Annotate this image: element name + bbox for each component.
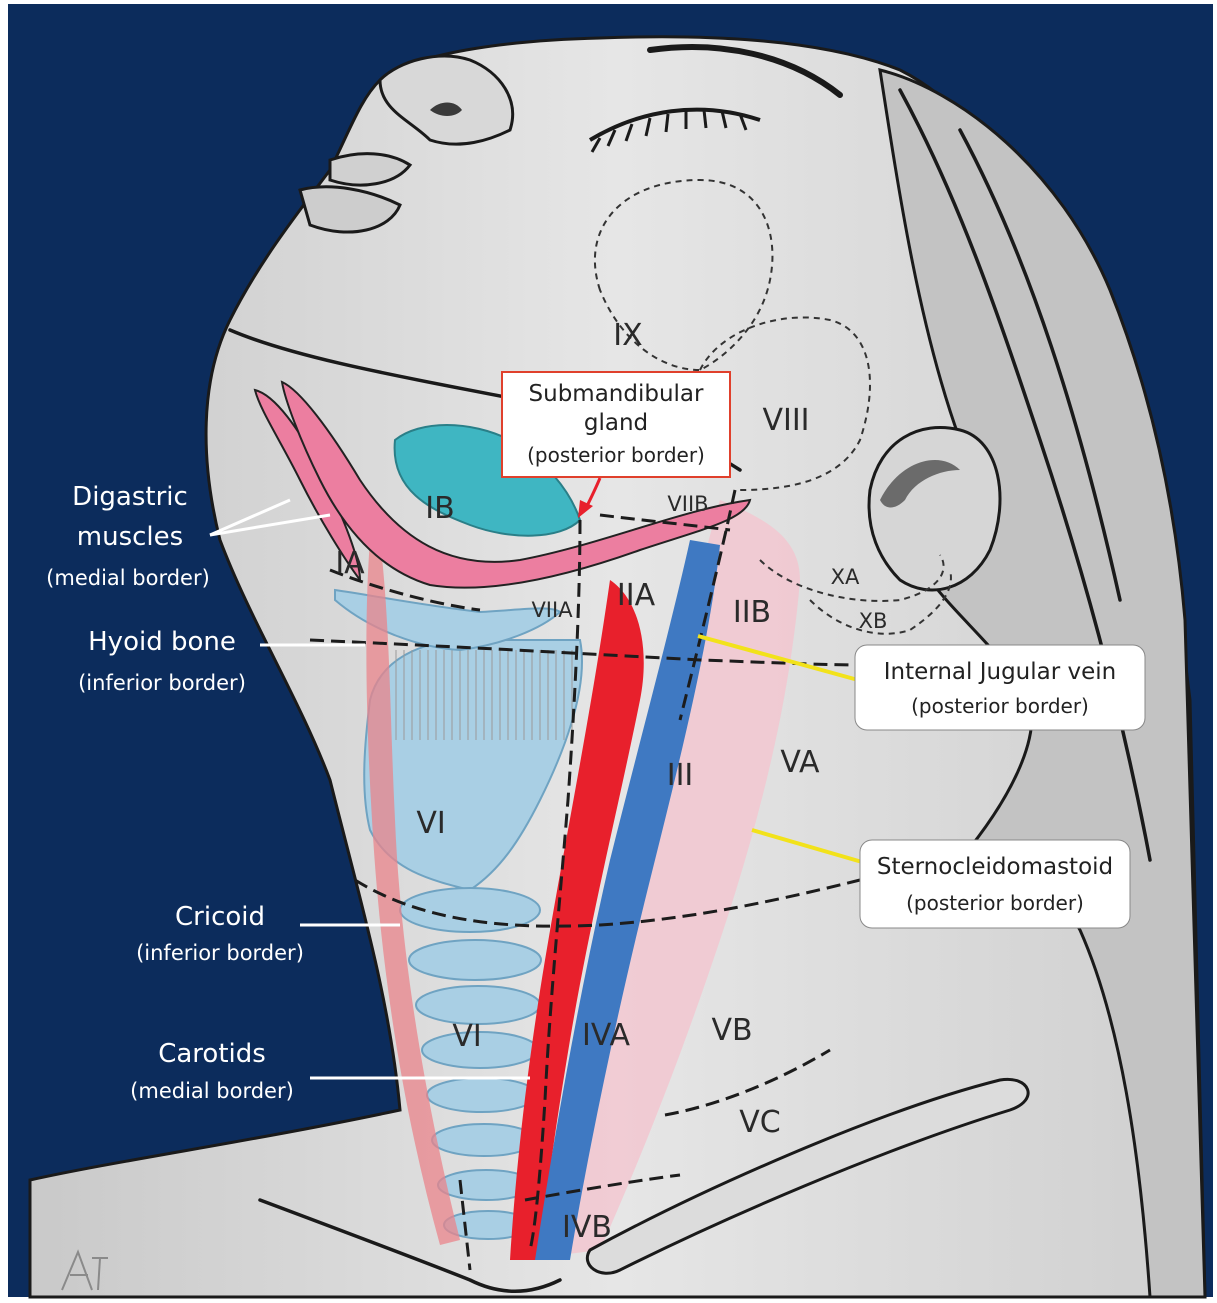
svg-text:(inferior border): (inferior border)	[78, 671, 246, 695]
svg-text:Carotids: Carotids	[158, 1039, 266, 1069]
level-xb: XB	[859, 609, 888, 633]
level-iia: IIA	[617, 578, 656, 613]
svg-text:Submandibular: Submandibular	[529, 381, 705, 407]
scm-callout: Sternocleidomastoid (posterior border)	[860, 840, 1130, 928]
level-ib: IB	[425, 491, 454, 526]
svg-text:(posterior border): (posterior border)	[906, 891, 1084, 915]
level-ix: IX	[613, 318, 642, 353]
jugular-callout: Internal Jugular vein (posterior border)	[855, 645, 1145, 730]
level-vi-upper: VI	[416, 806, 445, 841]
level-xa: XA	[831, 565, 860, 589]
svg-text:(inferior border): (inferior border)	[136, 941, 304, 965]
svg-text:Digastric: Digastric	[72, 482, 188, 512]
level-vc: VC	[739, 1105, 780, 1140]
level-viib: VIIB	[667, 492, 708, 516]
level-iib: IIB	[733, 595, 771, 630]
level-iva: IVA	[582, 1018, 630, 1053]
svg-text:Hyoid bone: Hyoid bone	[88, 627, 236, 657]
svg-text:Cricoid: Cricoid	[175, 902, 265, 932]
svg-text:(posterior border): (posterior border)	[911, 694, 1089, 718]
ear	[869, 428, 1000, 591]
svg-text:Sternocleidomastoid: Sternocleidomastoid	[877, 854, 1113, 880]
level-va: VA	[780, 745, 820, 780]
level-vb: VB	[711, 1013, 752, 1048]
svg-text:(medial border): (medial border)	[130, 1079, 294, 1103]
level-viii: VIII	[762, 403, 809, 438]
level-ia: IA	[335, 546, 365, 581]
svg-text:(posterior border): (posterior border)	[527, 443, 705, 467]
level-vi-lower: VI	[452, 1019, 481, 1054]
level-ivb: IVB	[562, 1210, 612, 1245]
level-iii: III	[667, 758, 694, 793]
level-viia: VIIA	[531, 598, 573, 622]
svg-text:Internal Jugular vein: Internal Jugular vein	[884, 659, 1116, 685]
hyoid-hatch	[395, 650, 575, 740]
svg-text:gland: gland	[584, 410, 648, 436]
svg-text:(medial border): (medial border)	[46, 566, 210, 590]
svg-text:muscles: muscles	[77, 522, 183, 552]
